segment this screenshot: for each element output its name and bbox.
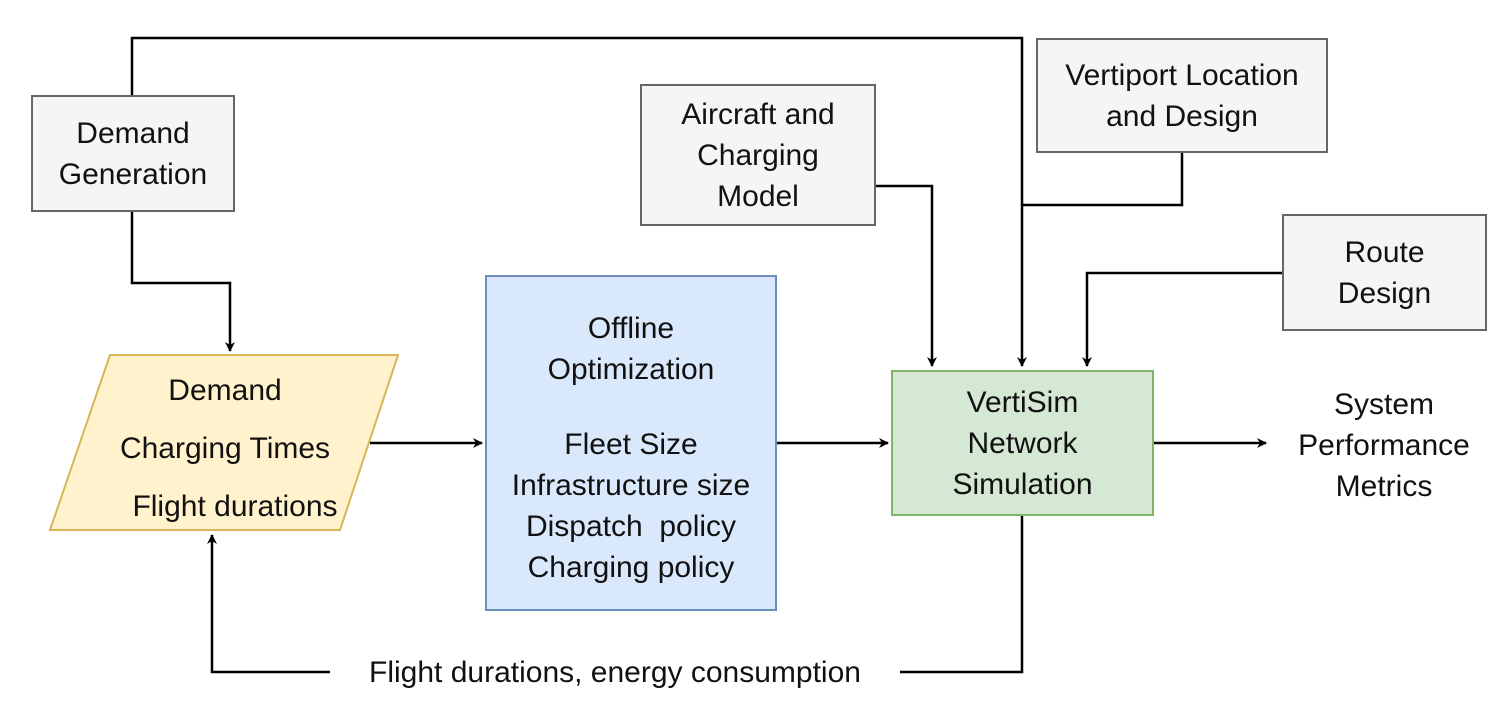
node-label: Metrics xyxy=(1335,470,1433,503)
node-label: System xyxy=(1333,388,1435,421)
vertiport-to-vertisim-edge xyxy=(1022,153,1184,207)
node-label: VertiSim xyxy=(966,385,1079,419)
node-label: Performance xyxy=(1298,429,1470,462)
optimization-output-dispatch-policy: Dispatch policy xyxy=(525,510,737,543)
optimization-output-infrastructure-size: Infrastructure size xyxy=(511,469,751,502)
node-label: Simulation xyxy=(952,467,1093,501)
optimization-title: Offline Optimization xyxy=(487,299,775,399)
node-label: Demand xyxy=(76,116,190,150)
optimization-title-line: Offline xyxy=(587,312,675,345)
optimization-output-fleet-size: Fleet Size xyxy=(564,428,698,461)
inputs-parallelogram xyxy=(48,354,400,531)
node-label: Charging xyxy=(697,138,819,172)
node-label: and Design xyxy=(1106,99,1258,133)
optimization-output-charging-policy: Charging policy xyxy=(527,551,735,584)
demand-to-vertisim-edge xyxy=(130,36,1027,367)
node-label: Model xyxy=(717,179,799,213)
inputs-label-flight-durations: Flight durations xyxy=(132,490,338,523)
inputs-label-charging-times: Charging Times xyxy=(119,432,331,465)
node-label: Generation xyxy=(58,157,208,191)
node-label: Route xyxy=(1344,235,1425,269)
optimization-title-line: Optimization xyxy=(547,353,715,386)
node-label: Vertiport Location xyxy=(1065,58,1299,92)
feedback-edge-label: Flight durations, energy consumption xyxy=(330,652,900,693)
aircraft-model-node: Aircraft and Charging Model xyxy=(640,84,876,226)
route-to-vertisim-edge xyxy=(1082,271,1282,367)
route-design-node: Route Design xyxy=(1282,214,1487,331)
inputs-node: Demand Charging Times Flight durations xyxy=(80,362,370,536)
demand-to-inputs-edge xyxy=(130,212,235,352)
node-label: Aircraft and xyxy=(681,97,835,131)
node-label: Network xyxy=(967,426,1078,460)
vertisim-node: VertiSim Network Simulation xyxy=(891,370,1154,516)
vertiport-node: Vertiport Location and Design xyxy=(1036,38,1328,153)
node-label: Design xyxy=(1337,276,1432,310)
demand-generation-node: Demand Generation xyxy=(31,95,235,212)
optimization-outputs: Fleet Size Infrastructure size Dispatch … xyxy=(487,423,775,589)
aircraft-to-vertisim-edge xyxy=(876,184,937,367)
inputs-label-demand: Demand xyxy=(168,374,282,407)
offline-optimization-node: Offline Optimization Fleet Size Infrastr… xyxy=(485,275,777,611)
system-metrics-node: System Performance Metrics xyxy=(1272,384,1496,507)
